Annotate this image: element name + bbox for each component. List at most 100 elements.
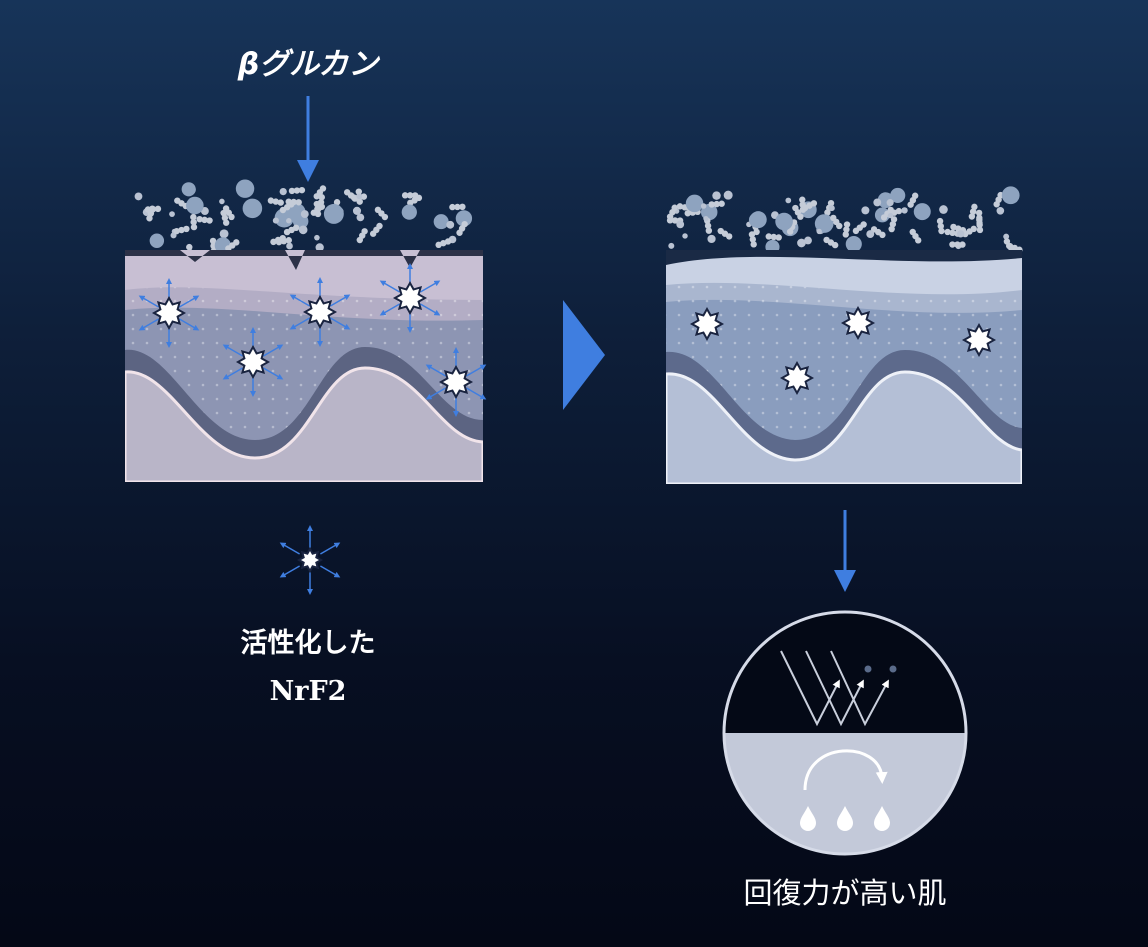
particle — [186, 243, 193, 251]
particle — [682, 233, 688, 239]
signal-arrow-icon — [320, 565, 341, 578]
particle — [956, 230, 965, 238]
particle — [976, 216, 983, 224]
particle — [748, 212, 764, 228]
particle — [866, 230, 875, 239]
particle — [455, 210, 473, 227]
particle — [676, 220, 685, 229]
particle — [886, 199, 894, 207]
signal-arrow-icon — [420, 280, 441, 293]
particle — [852, 227, 860, 235]
nrf2-star-icon — [151, 295, 187, 331]
particle — [314, 205, 321, 213]
particle — [797, 213, 804, 220]
particle — [134, 192, 143, 201]
particle — [666, 213, 674, 220]
particle — [890, 216, 898, 223]
particle — [887, 206, 894, 214]
signal-arrow-icon — [330, 294, 351, 307]
beta-glucan-particles — [134, 179, 473, 261]
skin-before-panel — [125, 250, 483, 482]
particle — [183, 225, 190, 233]
particle — [285, 237, 292, 244]
particle — [890, 187, 906, 203]
particle — [190, 218, 197, 226]
particle — [814, 214, 834, 233]
particle — [406, 192, 414, 199]
beta-glucan-label: βグルカン — [237, 47, 381, 82]
particle — [154, 205, 162, 213]
particle — [456, 229, 463, 236]
particle — [144, 206, 152, 213]
particle — [313, 200, 321, 208]
particle — [206, 217, 213, 224]
particle — [173, 227, 180, 235]
particle — [433, 214, 449, 230]
particle — [277, 199, 284, 206]
particle — [717, 227, 724, 235]
particle — [292, 224, 300, 232]
particle — [975, 209, 983, 217]
particle — [828, 205, 835, 212]
particle — [221, 214, 229, 222]
nrf2-markers — [689, 305, 997, 396]
result-label: 回復力が高い肌 — [743, 876, 946, 910]
particle — [831, 241, 839, 249]
particle — [671, 217, 679, 224]
particle — [355, 188, 362, 195]
particle — [242, 198, 263, 219]
particle — [169, 211, 175, 217]
particle — [907, 201, 914, 208]
particle — [279, 187, 287, 196]
particle — [369, 230, 377, 237]
particle — [996, 206, 1005, 215]
particle — [298, 225, 308, 235]
particle — [196, 215, 203, 223]
particle — [149, 205, 157, 213]
particle — [971, 203, 978, 211]
particle — [190, 223, 198, 231]
particle — [816, 228, 822, 235]
particle — [913, 203, 931, 221]
particle — [700, 203, 707, 209]
recovery-cycle-icon — [800, 749, 890, 831]
particle — [765, 233, 772, 240]
particle — [285, 198, 292, 205]
particle — [873, 198, 882, 207]
particle — [149, 233, 165, 248]
particle — [401, 204, 417, 220]
particle — [272, 217, 279, 224]
particle — [909, 228, 916, 236]
particle — [446, 220, 455, 229]
particle — [449, 203, 456, 211]
particle — [444, 238, 452, 245]
particle — [454, 203, 461, 211]
particle — [959, 241, 966, 248]
water-drop-icon — [874, 806, 890, 831]
signal-arrow-icon — [179, 295, 200, 308]
particle — [220, 209, 227, 217]
particle — [235, 179, 255, 198]
activated-label-line2: NrF2 — [270, 676, 347, 707]
signal-arrow-icon — [425, 364, 446, 377]
signal-arrow-icon — [263, 344, 284, 357]
surface-particles — [666, 186, 1023, 254]
particle — [936, 217, 944, 225]
particle — [219, 229, 229, 239]
water-drop-icon — [837, 806, 853, 831]
particle — [286, 218, 292, 224]
particle — [318, 194, 325, 201]
particle — [797, 238, 806, 248]
nrf2-star-icon — [302, 294, 338, 330]
particle — [770, 233, 777, 241]
particle — [190, 213, 197, 221]
signal-arrow-icon — [320, 542, 341, 555]
activated-label-line1: 活性化した — [241, 628, 376, 659]
particle — [401, 192, 409, 199]
particle — [684, 210, 691, 217]
light-reflection-icon — [780, 650, 897, 727]
particle — [718, 200, 725, 207]
resilient-skin-icon — [722, 610, 968, 856]
skin-after-panel — [666, 250, 1022, 484]
particle — [668, 242, 675, 249]
